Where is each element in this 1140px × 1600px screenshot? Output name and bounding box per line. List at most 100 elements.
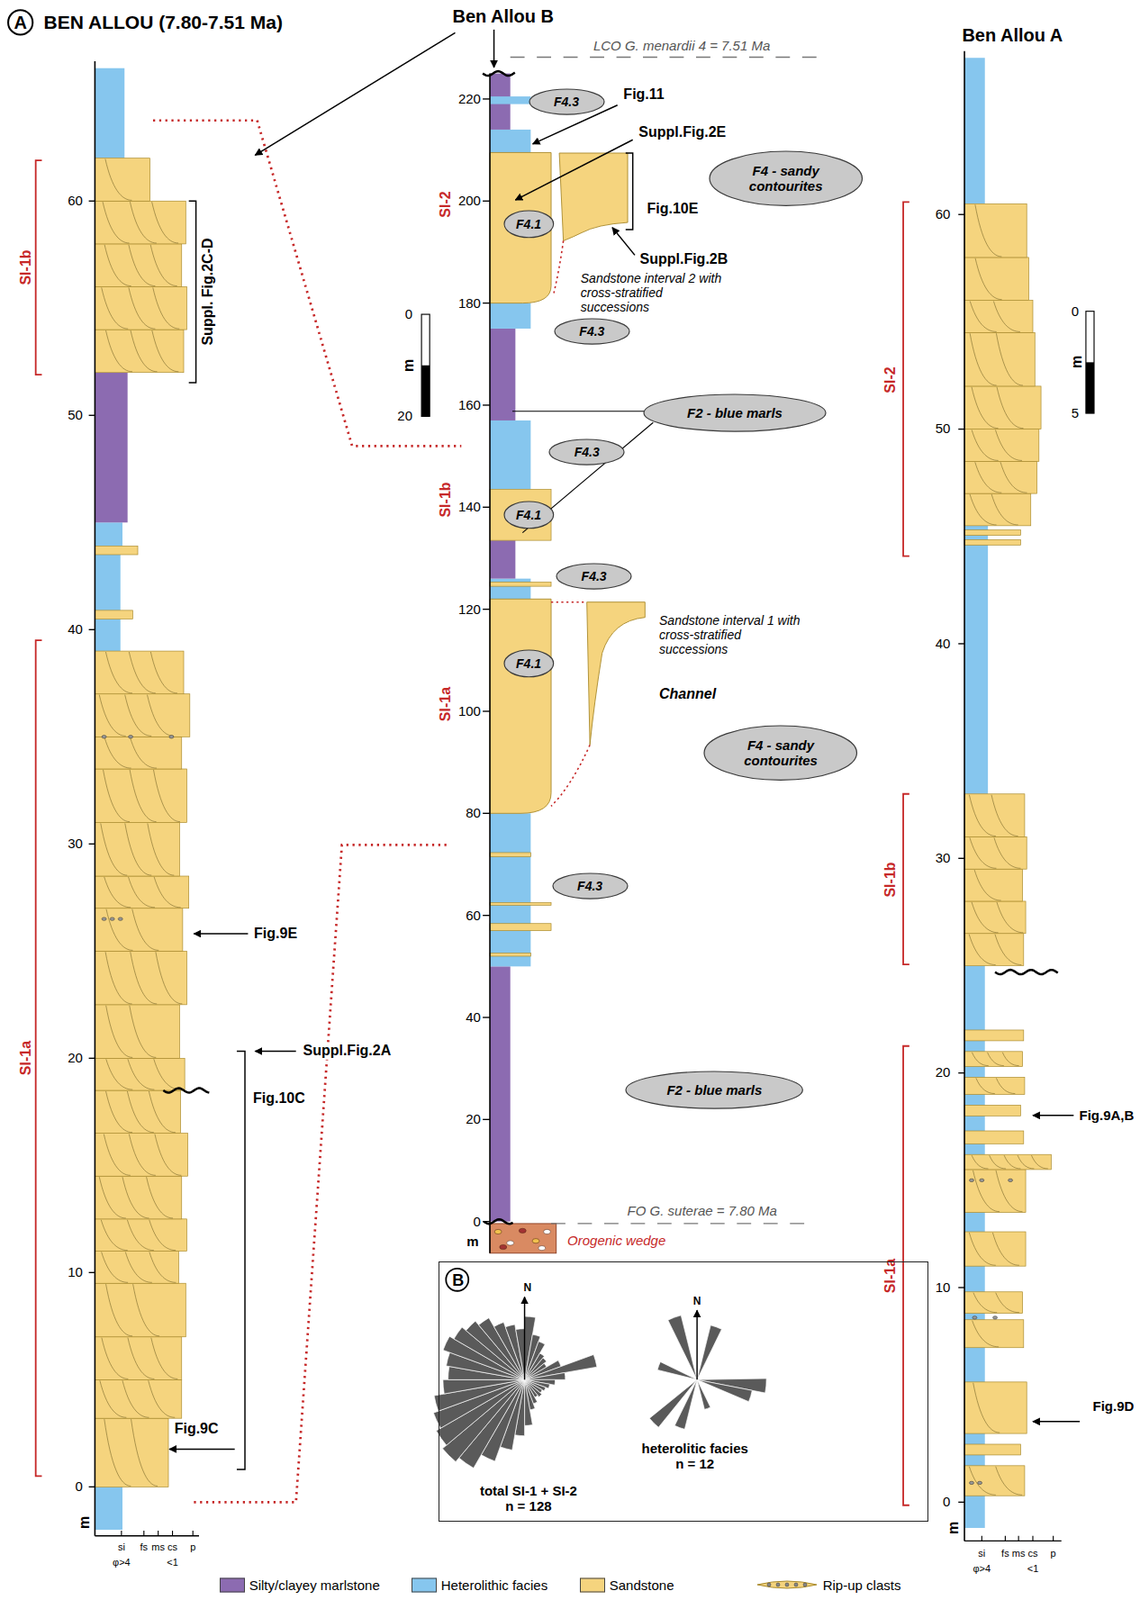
cross-lamination bbox=[127, 1058, 154, 1090]
interval-bracket bbox=[36, 160, 43, 375]
panel-letter: B bbox=[452, 1271, 464, 1291]
sandstone-bed bbox=[964, 1444, 1021, 1456]
cross-lamination bbox=[99, 1380, 127, 1418]
annotation-label: φ>4 bbox=[111, 1556, 132, 1569]
cross-lamination bbox=[991, 795, 1018, 837]
facies-code: F4.3 bbox=[581, 569, 607, 584]
channel-body bbox=[587, 602, 646, 746]
axis-tick bbox=[482, 608, 490, 610]
annotation-label: m bbox=[400, 358, 417, 373]
annotation-label: p bbox=[1049, 1547, 1058, 1560]
sandstone-bed bbox=[94, 1337, 181, 1381]
axis-tick-label: 20 bbox=[464, 1112, 482, 1128]
rose-petal bbox=[657, 1361, 697, 1380]
sandstone-bed bbox=[94, 1176, 181, 1220]
axis-tick-label: 120 bbox=[457, 601, 482, 617]
panel-letter-circle bbox=[445, 1268, 469, 1292]
sandstone-bed bbox=[94, 1058, 185, 1091]
rip-up-clast bbox=[109, 917, 115, 921]
rose-caption: total SI-1 + SI-2 n = 128 bbox=[477, 1482, 580, 1514]
annotation-label: <1 bbox=[165, 1556, 180, 1569]
sandstone-interval bbox=[489, 598, 552, 814]
sandstone-bed bbox=[489, 953, 531, 957]
rose-caption: heterolitic facies n = 12 bbox=[639, 1440, 751, 1473]
sandstone-bed bbox=[94, 610, 133, 620]
facies-ellipse: F4.1 bbox=[503, 209, 555, 239]
rose-petal bbox=[505, 1324, 525, 1380]
cross-lamination bbox=[972, 1320, 999, 1348]
legend-symbol-clast bbox=[776, 1583, 780, 1587]
facies-code: F4.1 bbox=[515, 507, 542, 523]
cross-lamination bbox=[971, 902, 998, 933]
annotation-label: m bbox=[1068, 354, 1086, 370]
axis-tick bbox=[482, 1221, 490, 1222]
interval-bracket bbox=[903, 1046, 910, 1506]
sandstone-bed bbox=[964, 933, 1024, 967]
axis-tick bbox=[89, 629, 96, 631]
cross-lamination bbox=[126, 1091, 154, 1133]
cross-lamination bbox=[153, 877, 181, 908]
correlation-line bbox=[153, 120, 462, 447]
annotation-label: A bbox=[12, 11, 28, 33]
cross-lamination bbox=[101, 1338, 128, 1380]
facies-code: F4.3 bbox=[553, 94, 580, 109]
cross-lamination bbox=[147, 823, 174, 876]
annotation-label: fs bbox=[139, 1541, 150, 1554]
axis-tick-label: 20 bbox=[66, 1050, 84, 1067]
sandstone-bed bbox=[964, 1169, 1026, 1213]
sandstone-bed bbox=[94, 1090, 181, 1134]
erosion-surface bbox=[482, 71, 516, 76]
lithology-bed bbox=[489, 540, 516, 580]
cross-lamination bbox=[105, 951, 132, 1005]
legend-item: Silty/clayey marlstone bbox=[219, 1577, 380, 1593]
annotation-label: si bbox=[977, 1547, 987, 1560]
sandstone-bed bbox=[94, 876, 189, 909]
annotation-label: Fig.9D bbox=[1091, 1398, 1135, 1414]
cross-lamination bbox=[106, 909, 133, 951]
axis-tick-label: 5 bbox=[1070, 405, 1080, 421]
legend-swatch bbox=[579, 1577, 606, 1593]
cross-lamination bbox=[973, 1383, 1000, 1433]
north-arrow bbox=[524, 1297, 525, 1381]
cross-lamination bbox=[150, 651, 177, 694]
cross-lamination bbox=[104, 877, 131, 908]
interval-label: SI-1a bbox=[437, 686, 454, 723]
axis-tick bbox=[981, 1536, 983, 1542]
axis-tick bbox=[89, 415, 96, 417]
axis-tick bbox=[1004, 1536, 1006, 1542]
cross-lamination bbox=[100, 1220, 127, 1251]
annotation-label: Fig.11 bbox=[622, 86, 665, 103]
rose-petal bbox=[524, 1379, 534, 1426]
rip-up-clast bbox=[101, 735, 107, 739]
legend-item: Sandstone bbox=[579, 1577, 675, 1593]
rip-up-clast bbox=[972, 1316, 978, 1320]
pointer-arrow bbox=[1032, 1114, 1074, 1116]
scale-bar bbox=[1085, 361, 1095, 414]
rip-up-clast bbox=[968, 1178, 974, 1182]
depth-axis bbox=[488, 73, 491, 1254]
sandstone-bed bbox=[964, 300, 1033, 334]
ellipse-shape bbox=[529, 89, 605, 115]
facies-code: F4 - sandy contourites bbox=[736, 162, 836, 195]
cross-lamination bbox=[128, 244, 155, 287]
cross-lamination bbox=[1004, 1155, 1021, 1169]
sandstone-bed bbox=[964, 1382, 1027, 1434]
annotation-label: N bbox=[523, 1283, 534, 1296]
wedge-clast bbox=[532, 1239, 540, 1244]
annotation-label: si bbox=[117, 1541, 127, 1554]
axis-tick bbox=[89, 1058, 96, 1059]
axis-tick bbox=[143, 1530, 145, 1537]
sandstone-bed bbox=[94, 200, 186, 245]
axis-tick bbox=[958, 214, 965, 216]
rip-up-clast bbox=[128, 735, 134, 739]
figure-title: BEN ALLOU (7.80-7.51 Ma) bbox=[43, 11, 284, 34]
sandstone-bed bbox=[964, 530, 1021, 536]
annotation-label: Channel bbox=[658, 686, 717, 703]
sandstone-bed bbox=[964, 1465, 1025, 1496]
cross-lamination bbox=[146, 1176, 173, 1219]
axis-tick-label: 0 bbox=[74, 1479, 84, 1495]
cross-lamination bbox=[106, 1058, 133, 1090]
facies-ellipse: F4.3 bbox=[548, 438, 625, 466]
axis-tick bbox=[157, 1530, 159, 1537]
axis-tick bbox=[89, 843, 96, 845]
